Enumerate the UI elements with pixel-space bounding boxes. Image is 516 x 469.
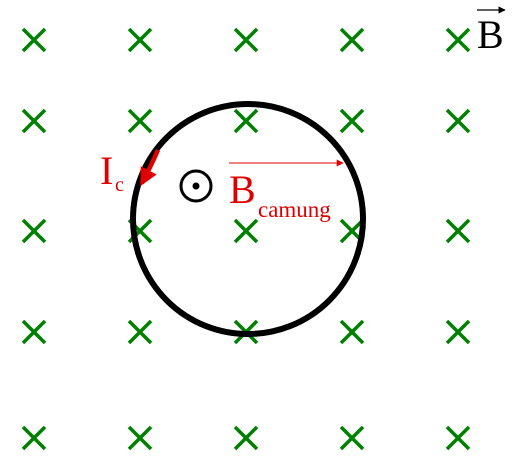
field-cross-stroke	[339, 108, 365, 134]
field-cross-icon	[445, 27, 471, 53]
field-cross-stroke	[233, 218, 259, 244]
field-cross-stroke	[21, 218, 47, 244]
field-cross-stroke	[21, 108, 47, 134]
field-cross-stroke	[445, 27, 471, 53]
field-cross-stroke	[339, 27, 365, 53]
field-cross-icon	[339, 319, 365, 345]
field-cross-icon	[445, 108, 471, 134]
induced-current-label: I c	[100, 148, 124, 196]
field-cross-icon	[445, 218, 471, 244]
field-cross-stroke	[233, 27, 259, 53]
induced-current-subscript: c	[115, 174, 124, 196]
out-of-page-symbol	[179, 169, 213, 203]
field-cross-icon	[339, 108, 365, 134]
conducting-loop	[130, 101, 366, 337]
field-cross-icon	[339, 27, 365, 53]
induced-current-symbol: I	[100, 148, 113, 193]
induced-current-arrow	[140, 149, 161, 187]
field-cross-stroke	[233, 425, 259, 451]
field-cross-stroke	[339, 218, 365, 244]
field-cross-icon	[233, 425, 259, 451]
field-cross-stroke	[233, 108, 259, 134]
field-cross-stroke	[127, 319, 153, 345]
field-cross-stroke	[445, 108, 471, 134]
field-cross-stroke	[445, 425, 471, 451]
field-cross-icon	[127, 425, 153, 451]
induced-field-label: B camung	[229, 167, 331, 222]
field-cross-stroke	[21, 27, 47, 53]
field-cross-stroke	[21, 319, 47, 345]
field-cross-stroke	[21, 425, 47, 451]
field-cross-icon	[127, 27, 153, 53]
external-field-symbol: B	[477, 12, 504, 57]
field-cross-stroke	[127, 108, 153, 134]
field-cross-icon	[21, 108, 47, 134]
field-cross-icon	[233, 218, 259, 244]
field-cross-icon	[127, 319, 153, 345]
induced-field-symbol: B	[229, 167, 256, 212]
field-cross-icon	[233, 108, 259, 134]
magnetic-field-crosses	[21, 27, 471, 451]
field-cross-stroke	[445, 319, 471, 345]
field-cross-stroke	[445, 218, 471, 244]
field-cross-icon	[21, 425, 47, 451]
field-cross-icon	[233, 27, 259, 53]
field-cross-icon	[445, 319, 471, 345]
field-cross-stroke	[127, 27, 153, 53]
external-field-label: B	[477, 6, 506, 57]
field-cross-stroke	[127, 425, 153, 451]
field-cross-icon	[21, 319, 47, 345]
field-cross-icon	[339, 425, 365, 451]
field-cross-stroke	[339, 425, 365, 451]
field-cross-icon	[21, 218, 47, 244]
field-cross-icon	[127, 108, 153, 134]
field-cross-icon	[445, 425, 471, 451]
induced-field-subscript: camung	[258, 197, 331, 222]
field-cross-icon	[21, 27, 47, 53]
field-cross-stroke	[339, 319, 365, 345]
